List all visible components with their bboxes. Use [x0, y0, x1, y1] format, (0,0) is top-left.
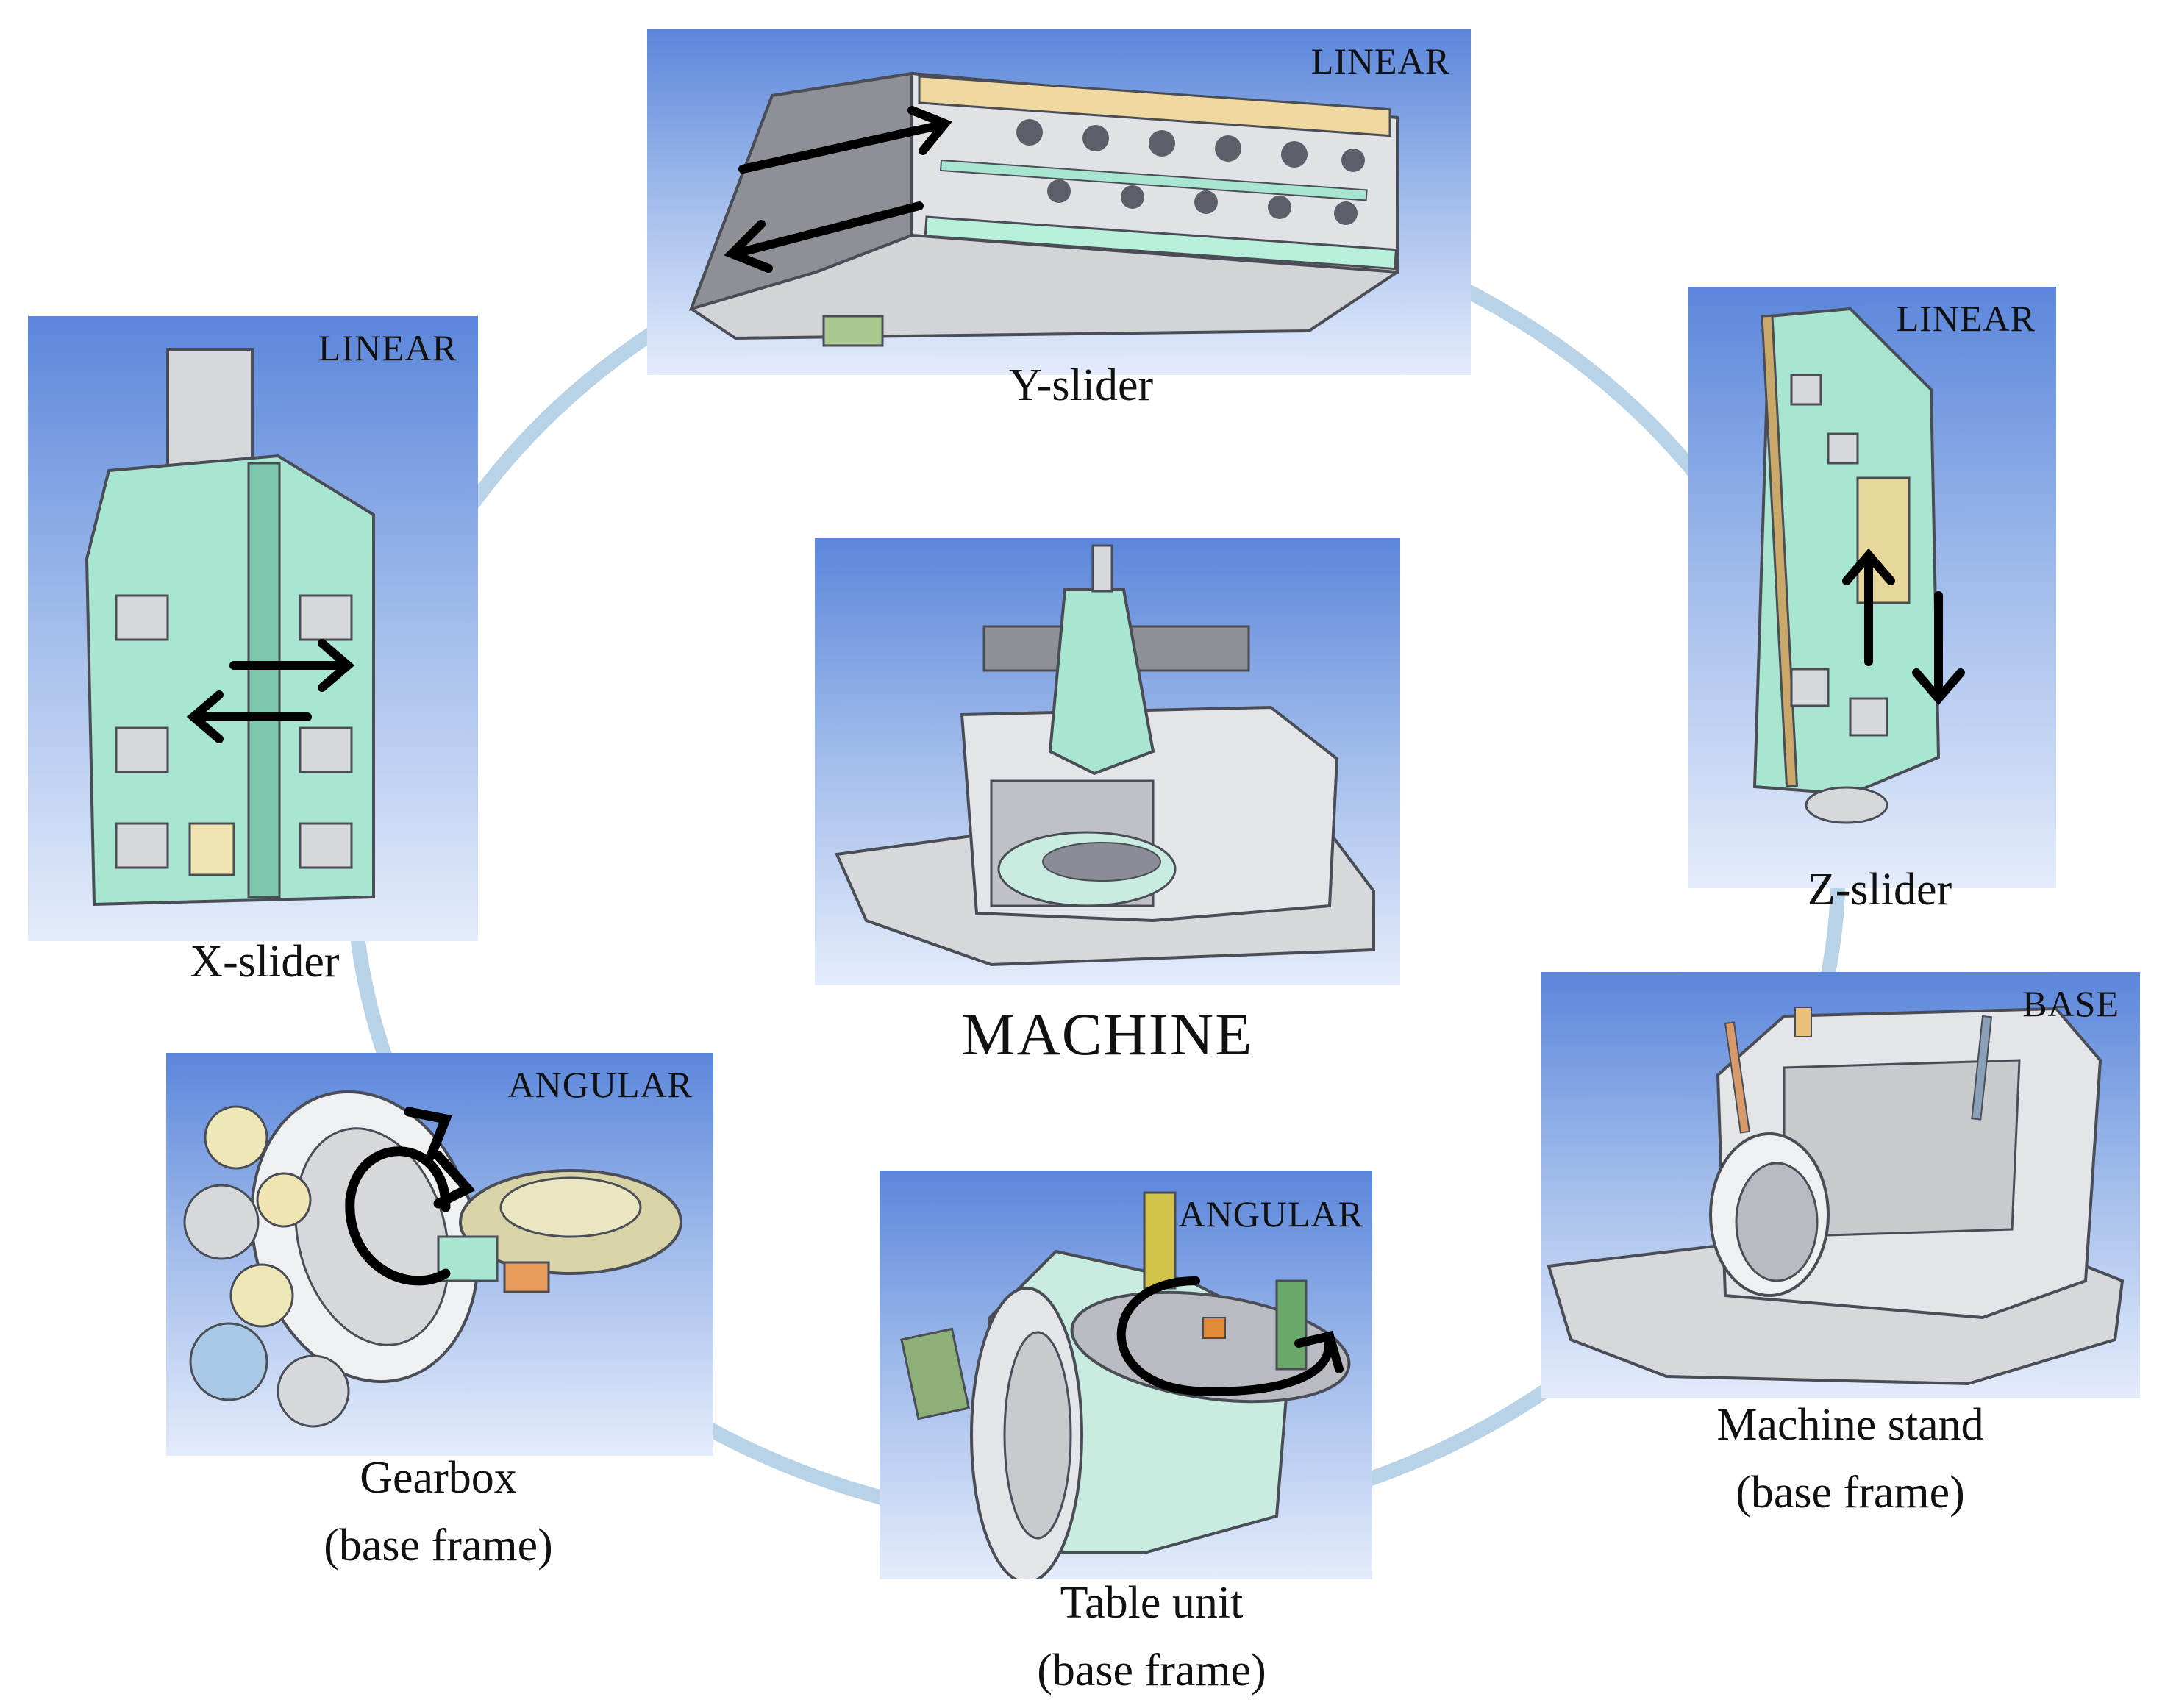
- table-unit-model-image: [900, 1191, 1351, 1579]
- machine-panel: [815, 538, 1400, 985]
- x-slider-model-image: [85, 348, 375, 907]
- machine-stand-model-image: [1547, 1007, 2125, 1386]
- y-slider-motion-tag: LINEAR: [1310, 40, 1450, 82]
- z-slider-motion-tag: LINEAR: [1896, 298, 2036, 339]
- table-unit-panel: ANGULAR: [880, 1171, 1372, 1579]
- x-slider-panel: LINEAR: [28, 316, 478, 941]
- center-machine-label: MACHINE: [961, 1001, 1254, 1068]
- x-slider-caption: X-slider: [190, 937, 340, 987]
- z-slider-panel: LINEAR: [1688, 287, 2056, 888]
- z-slider-model-image: [1752, 307, 1965, 824]
- machine-stand-caption: Machine stand (base frame): [1716, 1400, 1984, 1518]
- gearbox-panel: ANGULAR: [166, 1053, 713, 1456]
- double-linear-arrow-icon: [186, 639, 355, 743]
- double-linear-arrow-icon: [1842, 548, 1965, 706]
- double-linear-arrow-icon: [724, 106, 952, 273]
- rotation-arrow-icon: [1116, 1276, 1344, 1396]
- machine-stand-motion-tag: BASE: [2022, 983, 2119, 1024]
- gearbox-caption: Gearbox (base frame): [324, 1453, 553, 1571]
- x-slider-motion-tag: LINEAR: [318, 327, 457, 368]
- z-slider-caption: Z-slider: [1807, 865, 1952, 915]
- table-unit-motion-tag: ANGULAR: [1178, 1193, 1363, 1234]
- rotation-arrow-icon: [345, 1107, 476, 1286]
- gearbox-model-image: [183, 1090, 682, 1428]
- y-slider-model-image: [688, 71, 1399, 347]
- y-slider-caption: Y-slider: [1008, 360, 1154, 410]
- y-slider-panel: LINEAR: [647, 29, 1471, 375]
- machine-stand-panel: BASE: [1541, 972, 2140, 1398]
- machine-model-image: [835, 544, 1375, 967]
- gearbox-motion-tag: ANGULAR: [507, 1064, 693, 1105]
- table-unit-caption: Table unit (base frame): [1037, 1578, 1266, 1696]
